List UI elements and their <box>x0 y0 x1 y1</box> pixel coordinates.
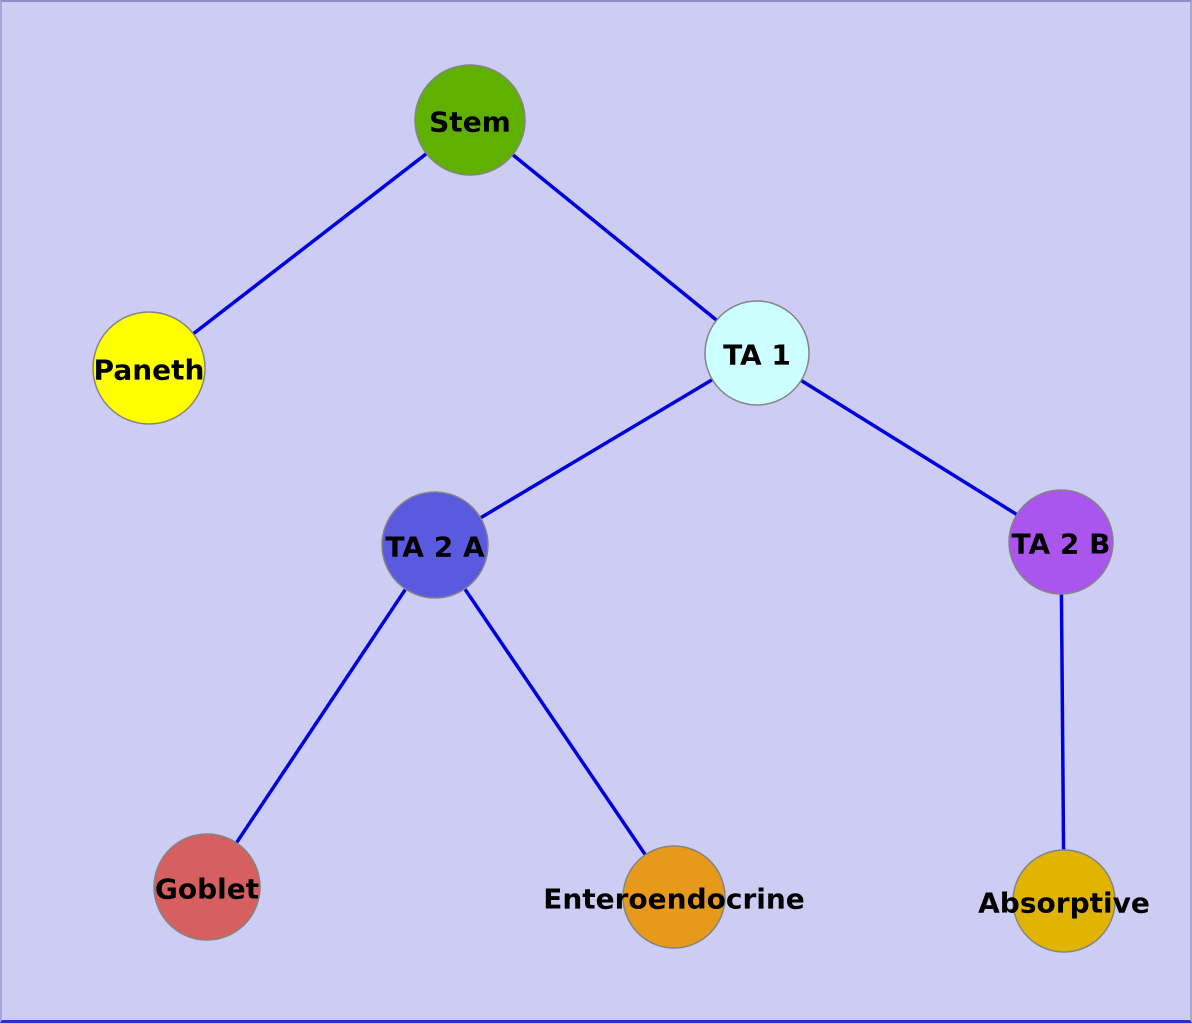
node-ta2a: TA 2 A <box>381 491 489 599</box>
node-stem: Stem <box>414 64 526 176</box>
node-label-paneth: Paneth <box>94 354 205 387</box>
node-goblet: Goblet <box>153 833 261 941</box>
node-ta2b: TA 2 B <box>1008 489 1114 595</box>
node-paneth: Paneth <box>92 311 206 425</box>
node-label-enteroendocrine: Enteroendocrine <box>543 883 805 916</box>
node-circle-paneth <box>92 311 206 425</box>
edge-ta2a-enteroendocrine <box>433 544 676 898</box>
node-circle-ta2b <box>1008 489 1114 595</box>
node-label-ta2a: TA 2 A <box>385 531 485 564</box>
edge-stem-ta1 <box>468 118 759 355</box>
node-label-stem: Stem <box>429 106 511 139</box>
node-absorptive: Absorptive <box>978 849 1150 953</box>
node-circle-stem <box>414 64 526 176</box>
edge-stem-paneth <box>147 118 472 370</box>
edge-ta2b-absorptive <box>1059 541 1066 902</box>
node-circle-ta1 <box>704 300 810 406</box>
node-label-absorptive: Absorptive <box>978 887 1150 920</box>
edge-ta1-ta2b <box>756 351 1062 544</box>
node-label-ta2b: TA 2 B <box>1012 528 1111 561</box>
node-label-goblet: Goblet <box>155 873 259 906</box>
node-enteroendocrine: Enteroendocrine <box>543 845 805 949</box>
node-circle-enteroendocrine <box>622 845 726 949</box>
node-ta1: TA 1 <box>704 300 810 406</box>
edge-ta1-ta2a <box>434 351 758 547</box>
node-circle-ta2a <box>381 491 489 599</box>
node-circle-absorptive <box>1012 849 1116 953</box>
node-circle-goblet <box>153 833 261 941</box>
node-label-ta1: TA 1 <box>723 339 791 372</box>
edge-ta2a-goblet <box>205 544 437 888</box>
